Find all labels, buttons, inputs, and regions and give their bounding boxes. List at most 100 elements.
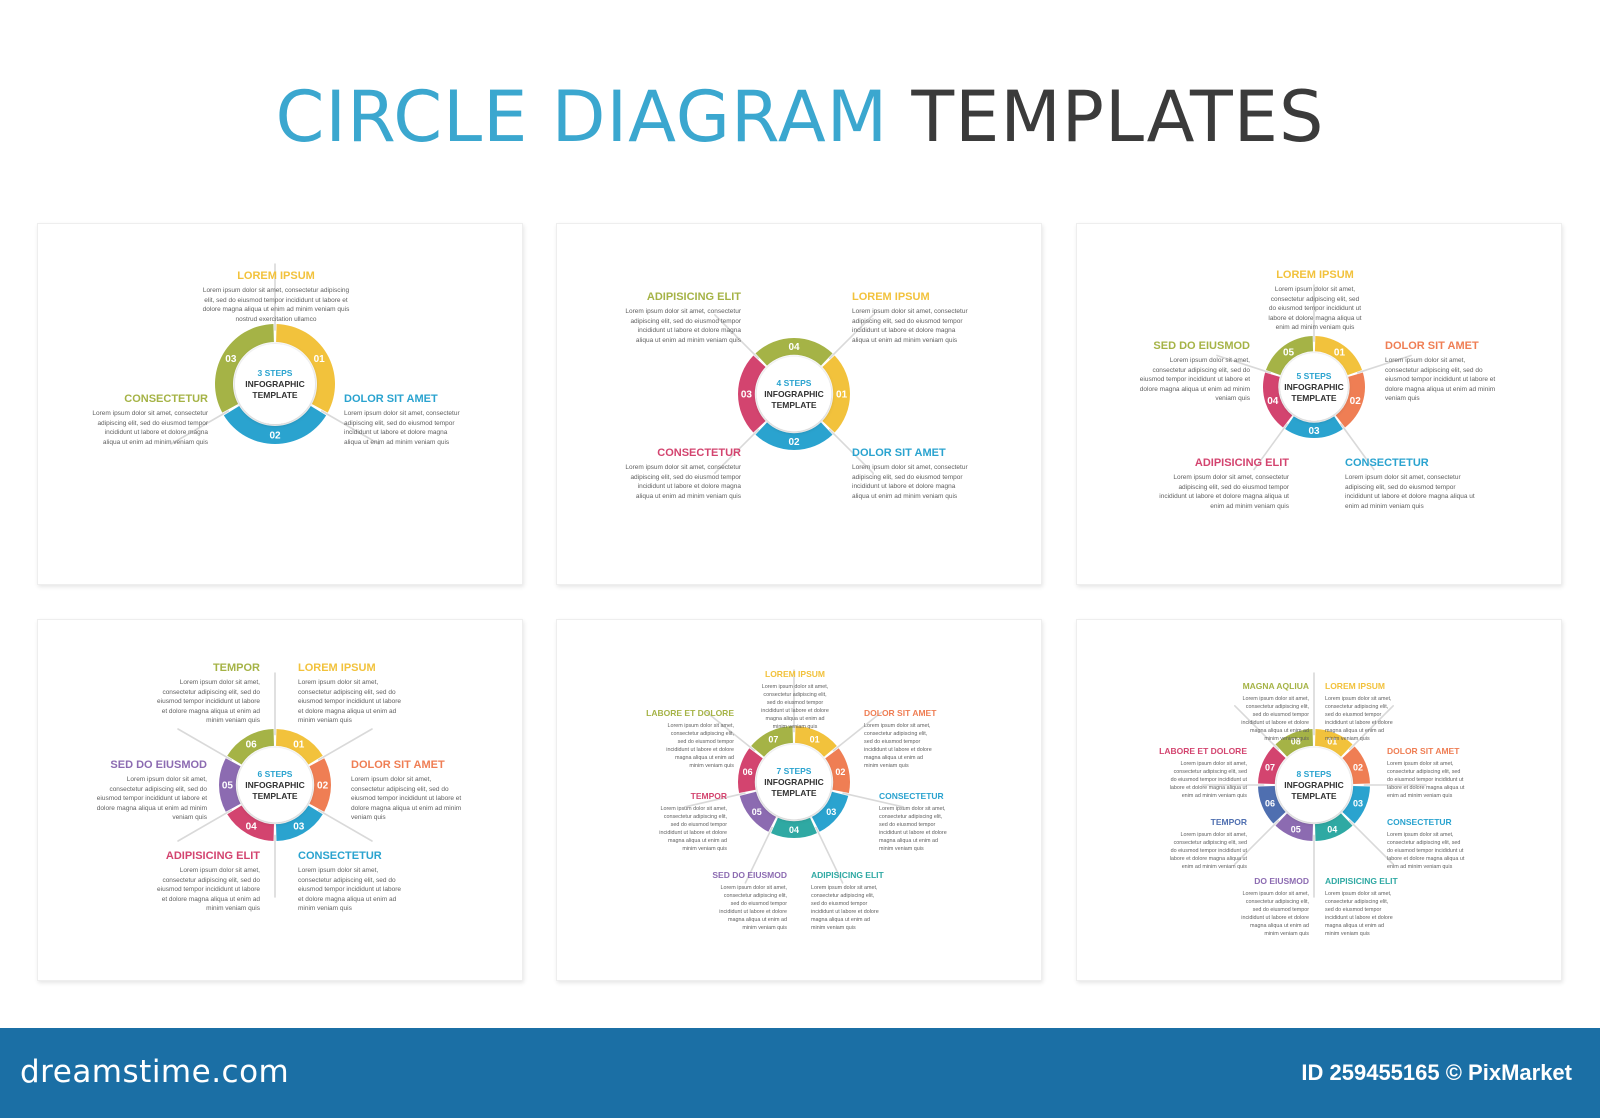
step-number: 01 [1334,347,1346,358]
step-heading: CONSECTETUR [1345,457,1429,469]
step-heading: LOREM IPSUM [1276,269,1354,281]
step-heading: ADIPISICING ELIT [1194,457,1289,469]
step-description: Lorem ipsum dolor sit amet, consectetur … [1325,696,1393,742]
step-label-block: DOLOR SIT AMET Lorem ipsum dolor sit ame… [864,708,1064,770]
step-heading: MAGNA AQLIUA [1242,681,1309,691]
step-number: 07 [768,735,778,745]
step-description: Lorem ipsum dolor sit amet, consectetur … [202,287,350,323]
step-description: Lorem ipsum dolor sit amet, consectetur … [1345,474,1475,510]
step-description: Lorem ipsum dolor sit amet, consectetur … [864,723,932,769]
step-number: 05 [222,781,234,792]
step-number: 03 [1353,799,1363,809]
step-number: 03 [225,354,237,365]
step-segment [1285,416,1343,438]
step-heading: TEMPOR [1210,817,1247,827]
step-number: 05 [1291,824,1301,834]
step-description: Lorem ipsum dolor sit amet, consectetur … [1159,474,1289,510]
divider-line [815,826,844,884]
step-heading: TEMPOR [212,662,260,674]
divider-line [1340,423,1375,471]
step-segment [1342,786,1370,824]
step-segment [795,726,837,757]
step-label-block: DOLOR SIT AMET Lorem ipsum dolor sit ame… [351,758,551,823]
step-number: 01 [836,390,848,401]
step-heading: DOLOR SIT AMET [852,447,946,459]
divider-line [177,728,233,761]
step-number: 04 [1327,824,1337,834]
divider-line [1356,354,1412,374]
step-label-block: LOREM IPSUM Lorem ipsum dolor sit amet, … [1215,268,1415,333]
step-description: Lorem ipsum dolor sit amet, consectetur … [1241,891,1309,937]
center-label: 4 STEPS [777,378,812,388]
step-heading: ADIPISICING ELIT [165,850,260,862]
step-segment [215,324,274,413]
step-number: 03 [826,807,836,817]
step-description: Lorem ipsum dolor sit amet, consectetur … [1241,696,1309,742]
step-label-block: DOLOR SIT AMET Lorem ipsum dolor sit ame… [852,446,1052,501]
step-segment [1315,729,1353,757]
divider-line [842,792,904,808]
center-label: TEMPLATE [252,791,298,801]
step-heading: DOLOR SIT AMET [344,393,438,405]
center-label: 6 STEPS [258,769,293,779]
center-label: INFOGRAPHIC [245,379,305,389]
step-label-block: CONSECTETUR Lorem ipsum dolor sit amet, … [541,446,741,501]
step-number: 01 [314,354,326,365]
step-label-block: TEMPOR Lorem ipsum dolor sit amet, conse… [527,791,727,853]
step-description: Lorem ipsum dolor sit amet, consectetur … [659,806,727,852]
step-heading: ADIPISICING ELIT [1325,876,1398,886]
divider-line [1348,819,1394,865]
center-circle [235,344,315,424]
center-circle [756,744,832,820]
step-segment [227,729,274,765]
step-label-block: LOREM IPSUM Lorem ipsum dolor sit amet, … [852,290,1052,345]
divider-line [1253,423,1288,471]
step-description: Lorem ipsum dolor sit amet, consectetur … [351,776,462,822]
step-description: Lorem ipsum dolor sit amet, consectetur … [298,679,401,725]
step-number: 07 [1265,762,1275,772]
step-description: Lorem ipsum dolor sit amet, consectetur … [666,723,734,769]
step-label-block: LABORE ET DOLORE Lorem ipsum dolor sit a… [1047,746,1247,800]
step-label-block: DOLOR SIT AMET Lorem ipsum dolor sit ame… [1385,339,1585,404]
center-label: INFOGRAPHIC [764,389,824,399]
step-number: 06 [246,739,258,750]
step-description: Lorem ipsum dolor sit amet, consectetur … [625,464,741,500]
divider-line [1234,819,1280,865]
step-number: 04 [1267,396,1279,407]
step-segment [309,758,331,812]
divider-line [705,711,756,752]
step-segment [1342,746,1370,784]
step-segment [1275,813,1313,841]
step-segment [227,805,274,841]
step-label-block: SED DO EIUSMOD Lorem ipsum dolor sit ame… [1050,339,1250,404]
center-label: 7 STEPS [777,766,812,776]
step-number: 05 [1283,347,1295,358]
divider-line [177,809,233,842]
step-number: 03 [293,822,305,833]
step-segment [822,355,850,433]
divider-line [832,711,883,752]
step-description: Lorem ipsum dolor sit amet, consectetur … [1169,761,1247,799]
center-circle [237,747,313,823]
divider-line [317,809,373,842]
step-segment [1314,336,1363,376]
step-heading: LOREM IPSUM [765,669,825,679]
divider-line [170,410,230,445]
step-segment [1258,786,1286,824]
center-label: INFOGRAPHIC [764,777,824,787]
center-label: TEMPLATE [1291,393,1337,403]
step-heading: ADIPISICING ELIT [646,291,741,303]
step-label-block: DO EIUSMOD Lorem ipsum dolor sit amet, c… [1109,876,1309,938]
step-number: 03 [741,390,753,401]
step-description: Lorem ipsum dolor sit amet, consectetur … [625,308,741,344]
step-label-block: CONSECTETUR Lorem ipsum dolor sit amet, … [298,849,498,914]
step-segment [276,729,323,765]
step-segment [751,726,793,757]
divider-line [1348,705,1394,751]
